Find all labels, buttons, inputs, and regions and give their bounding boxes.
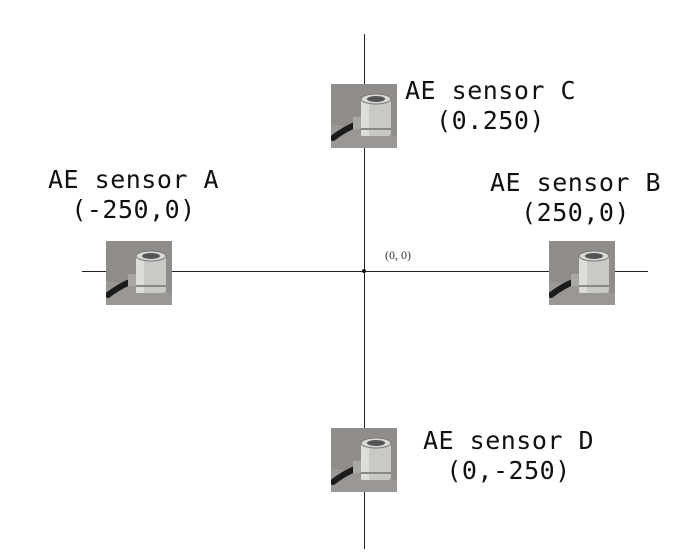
sensor-d-photo xyxy=(331,428,397,492)
origin-point xyxy=(362,269,366,273)
sensor-d-coord: (0,-250) xyxy=(446,456,571,485)
sensor-a-coord: (-250,0) xyxy=(71,195,196,224)
sensor-a-label: AE sensor A (-250,0) xyxy=(48,165,219,225)
sensor-b-label: AE sensor B (250,0) xyxy=(490,168,661,228)
sensor-c-photo xyxy=(331,84,397,148)
y-axis-line xyxy=(364,34,365,549)
sensor-c-coord: (0.250) xyxy=(436,106,545,135)
sensor-a-photo xyxy=(106,241,172,305)
sensor-a-name: AE sensor A xyxy=(48,165,220,194)
sensor-d-label: AE sensor D (0,-250) xyxy=(423,426,594,486)
sensor-b-name: AE sensor B xyxy=(490,168,662,197)
sensor-b-photo xyxy=(549,241,615,305)
sensor-c-name: AE sensor C xyxy=(405,76,577,105)
sensor-b-coord: (250,0) xyxy=(521,198,630,227)
sensor-c-label: AE sensor C (0.250) xyxy=(405,76,576,136)
sensor-d-name: AE sensor D xyxy=(423,426,595,455)
origin-label: (0, 0) xyxy=(385,248,411,262)
